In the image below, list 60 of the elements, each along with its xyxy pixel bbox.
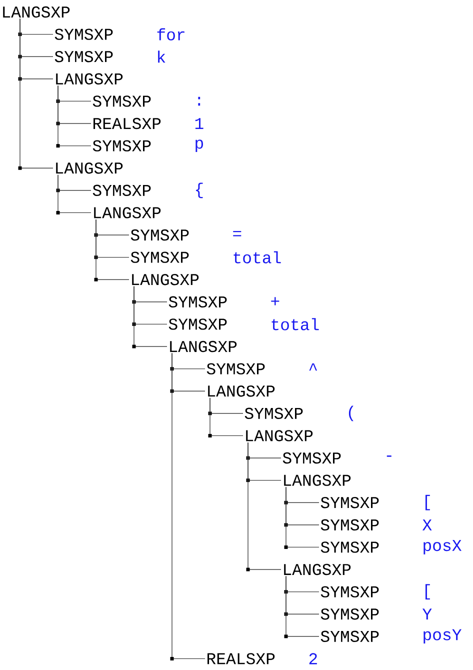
value-label: {: [196, 182, 203, 198]
type-label: LANGSXP: [284, 564, 351, 576]
type-label: SYMSXP: [130, 252, 189, 263]
type-label: SYMSXP: [54, 28, 113, 40]
type-label: LANGSXP: [132, 274, 199, 286]
value-label: Y: [422, 608, 432, 620]
value-label: for: [157, 28, 184, 40]
type-label: LANGSXP: [56, 162, 123, 174]
type-label: SYMSXP: [168, 296, 227, 308]
value-label: X: [422, 519, 432, 530]
type-label: LANGSXP: [246, 430, 313, 442]
tree-branch: [170, 352, 206, 660]
type-label: SYMSXP: [92, 140, 151, 152]
value-label: -: [386, 455, 392, 457]
type-label: SYMSXP: [320, 630, 379, 642]
type-label: SYMSXP: [320, 586, 379, 598]
type-label: LANGSXP: [284, 474, 351, 486]
value-label: =: [233, 230, 242, 236]
value-label: p: [196, 140, 203, 152]
type-label: SYMSXP: [320, 519, 379, 530]
tree-branch: [208, 398, 244, 438]
type-label: SYMSXP: [206, 363, 265, 374]
type-label: SYMSXP: [92, 184, 151, 196]
tree-branch: [56, 85, 92, 148]
tree-branch: [56, 174, 92, 214]
type-label: SYMSXP: [320, 542, 379, 553]
type-label: SYMSXP: [92, 96, 151, 107]
type-label: LANGSXP: [170, 340, 237, 352]
value-label: +: [271, 297, 280, 306]
value-label: (: [348, 406, 354, 422]
type-label: SYMSXP: [320, 608, 379, 620]
type-label: LANGSXP: [3, 6, 70, 18]
value-label: total: [234, 251, 281, 264]
value-label: posY: [424, 629, 462, 644]
type-label: SYMSXP: [320, 497, 379, 508]
type-label: SYMSXP: [54, 51, 113, 62]
type-label: SYMSXP: [282, 452, 341, 464]
tree-branch: [18, 18, 54, 170]
tree-branch: [246, 442, 282, 572]
value-label: 2: [309, 653, 317, 664]
tree-branch: [132, 286, 168, 348]
type-label: LANGSXP: [208, 386, 275, 397]
value-label: [: [426, 584, 430, 600]
value-label: k: [158, 50, 166, 63]
type-label: SYMSXP: [244, 408, 303, 419]
type-label: LANGSXP: [94, 207, 161, 218]
type-label: SYMSXP: [130, 229, 189, 241]
tree-branch: [284, 576, 320, 638]
value-label: [: [426, 494, 430, 510]
value-label: posX: [424, 540, 462, 554]
type-label: LANGSXP: [56, 73, 123, 84]
value-label: total: [272, 318, 319, 330]
value-label: 1: [195, 118, 204, 129]
tree-branch: [284, 486, 320, 549]
value-label: ^: [309, 363, 317, 371]
tree-branch: [94, 219, 130, 282]
value-label: :: [198, 96, 200, 106]
type-label: REALSXP: [208, 653, 275, 664]
type-label: REALSXP: [94, 118, 161, 130]
type-label: SYMSXP: [168, 318, 227, 330]
